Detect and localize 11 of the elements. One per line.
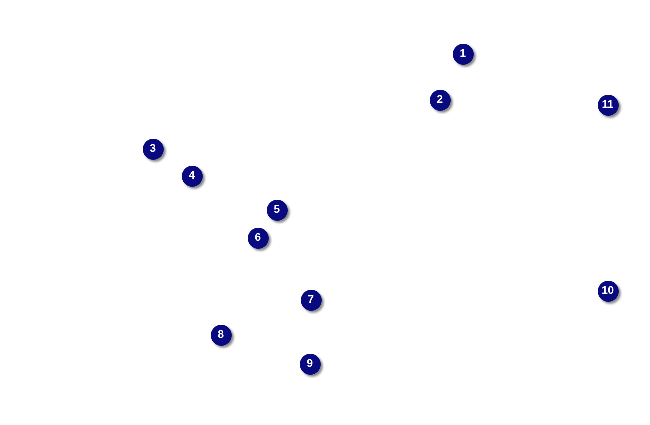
callout-number: 8 bbox=[210, 324, 232, 346]
callout-number: 6 bbox=[248, 228, 268, 248]
callout-number: 9 bbox=[300, 354, 320, 374]
callout-number: 1 bbox=[452, 44, 474, 64]
callout-number: 3 bbox=[142, 138, 164, 160]
callout-number: 11 bbox=[598, 94, 618, 116]
callout-number: 2 bbox=[430, 90, 450, 110]
callout-number: 4 bbox=[182, 166, 202, 186]
callout-number: 7 bbox=[300, 290, 322, 310]
callout-number: 10 bbox=[598, 280, 618, 302]
callout-number: 5 bbox=[266, 200, 288, 220]
